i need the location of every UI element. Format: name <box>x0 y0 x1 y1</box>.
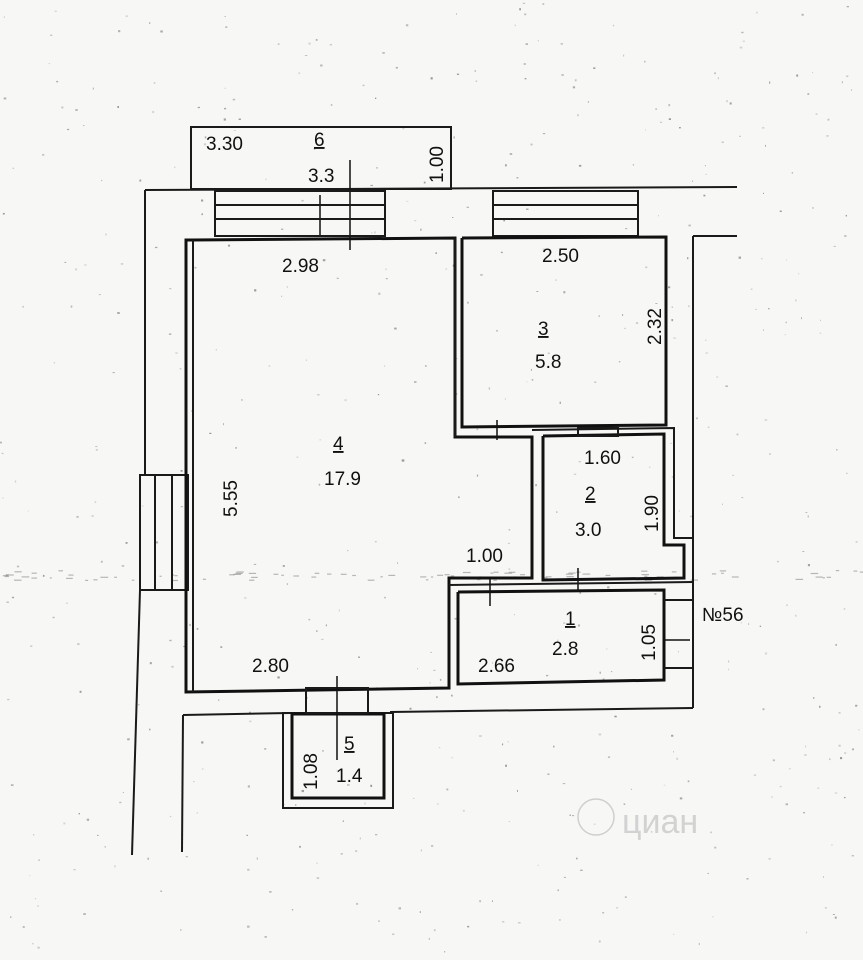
room-1-outline <box>448 578 694 686</box>
room-4-area: 17.9 <box>324 469 361 490</box>
window-left <box>139 474 189 591</box>
room-2-outline <box>531 426 693 590</box>
room-3-outline <box>454 235 668 440</box>
window-top-right <box>492 190 639 237</box>
room-3-area: 5.8 <box>535 352 561 373</box>
room-4-outline <box>184 236 534 694</box>
room-3-width: 2.50 <box>542 246 579 267</box>
watermark-text: циан <box>622 803 698 841</box>
room-5-height: 1.08 <box>301 753 322 790</box>
window-top-left <box>214 190 386 237</box>
room-5-outline <box>282 676 394 809</box>
watermark-logo: циан <box>577 798 698 841</box>
room-2-area: 3.0 <box>575 520 601 541</box>
room-4-width: 2.98 <box>282 256 319 277</box>
room-1-extra-dimension: 1.00 <box>466 546 503 567</box>
room-4-number: 4 <box>333 434 344 455</box>
room-6-number: 6 <box>314 130 325 151</box>
apartment-number: №56 <box>702 605 744 626</box>
room-2-number: 2 <box>585 484 596 505</box>
room-3-height: 2.32 <box>645 308 666 345</box>
room-1-height: 1.05 <box>639 624 660 661</box>
room-1-width: 2.66 <box>478 656 515 677</box>
room-4-height: 5.55 <box>221 480 242 517</box>
room-5-area: 1.4 <box>336 766 363 787</box>
room-2-height: 1.90 <box>642 495 663 532</box>
room-1-area: 2.8 <box>552 639 578 660</box>
room-4-bottom-width: 2.80 <box>252 656 289 677</box>
room-6-length: 3.30 <box>206 134 243 155</box>
room-5-number: 5 <box>344 734 355 755</box>
room-6-width: 1.00 <box>427 146 448 183</box>
room-1-number: 1 <box>565 609 576 630</box>
room-2-width: 1.60 <box>584 448 621 469</box>
room-3-number: 3 <box>538 319 549 340</box>
room-6-area: 3.3 <box>308 166 334 187</box>
